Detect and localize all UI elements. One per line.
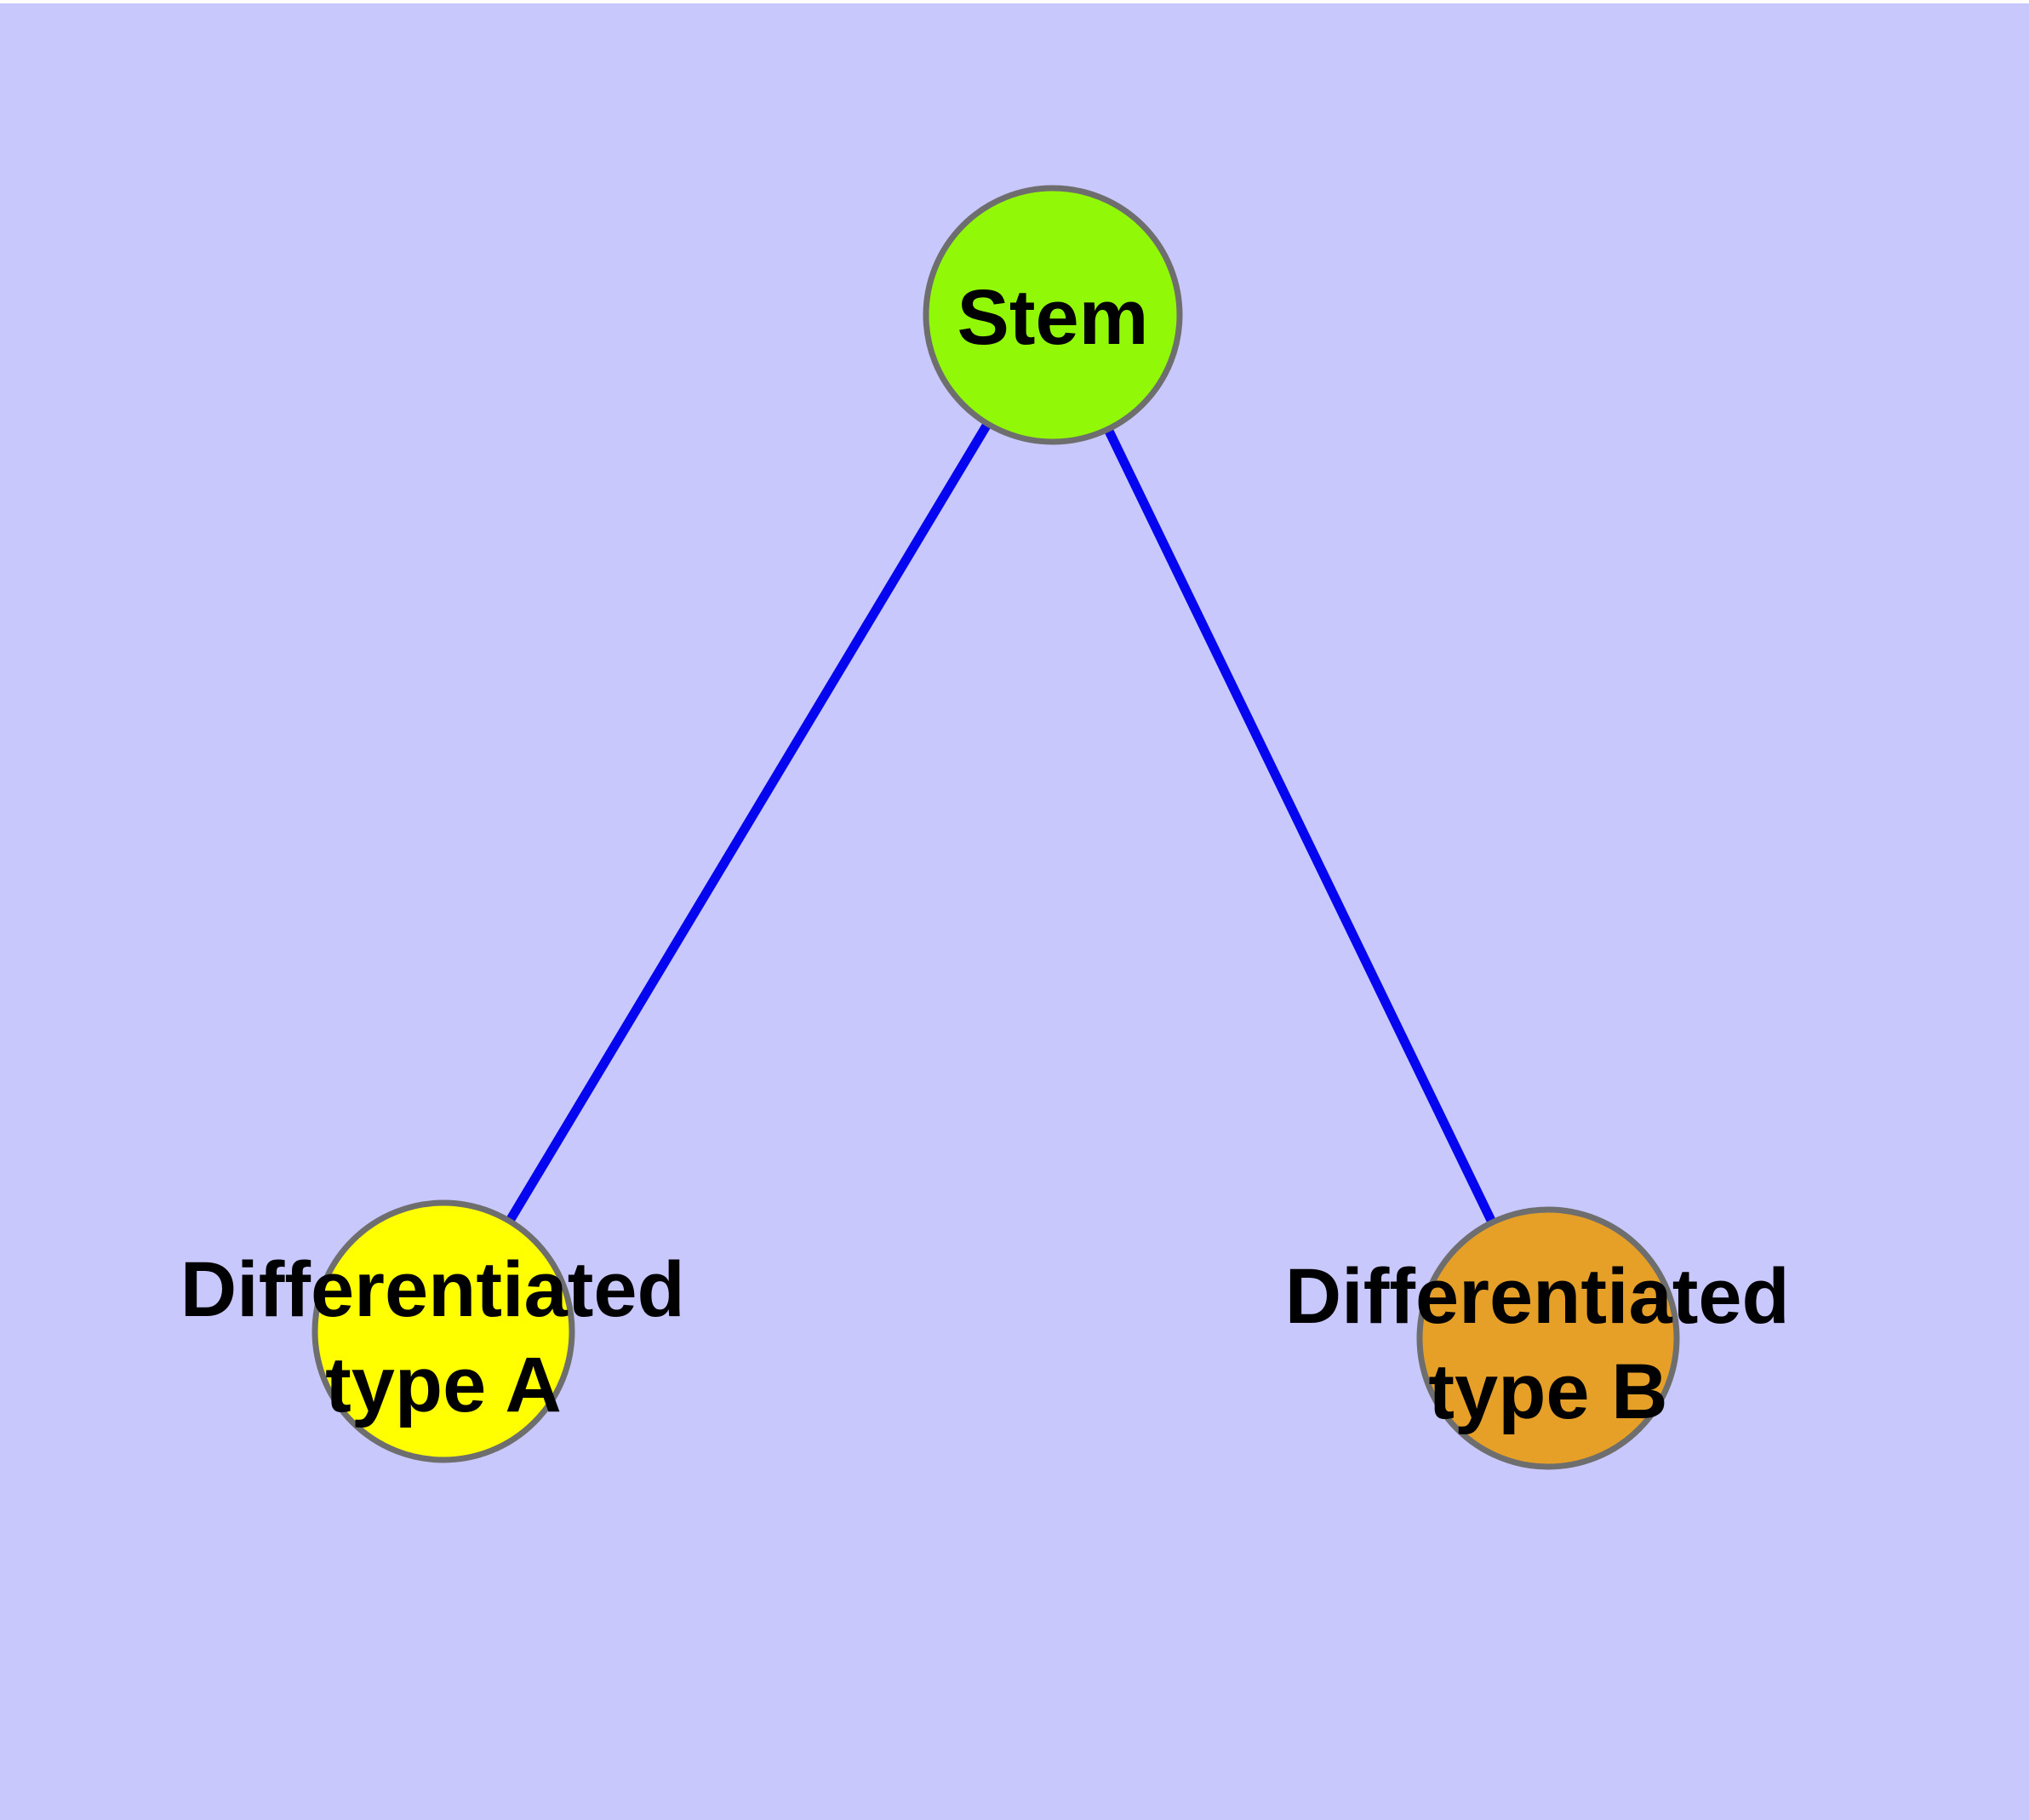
node-type-b-label-line1: Differentiated [1285, 1253, 1790, 1340]
node-type-a-label-line2: type A [325, 1342, 562, 1428]
edge-stem-to-type-a [439, 312, 1057, 1334]
node-type-a-circle [311, 1199, 575, 1463]
node-stem-circle [923, 185, 1183, 445]
edge-stem-to-type-b [1049, 312, 1552, 1341]
node-type-a-label: Differentiated type A [180, 1246, 707, 1428]
top-edge-strip [0, 0, 2029, 3]
node-stem-label: Stem [957, 274, 1149, 361]
node-type-b-label-line2: type B [1428, 1348, 1667, 1435]
node-stem: Stem [923, 185, 1183, 445]
node-type-a-label-line1: Differentiated [180, 1246, 685, 1333]
node-type-b-circle [1416, 1206, 1680, 1470]
node-differentiated-type-b: Differentiated type B [1285, 1206, 1812, 1470]
node-type-b-label: Differentiated type B [1285, 1253, 1812, 1435]
node-differentiated-type-a: Differentiated type A [180, 1199, 707, 1463]
